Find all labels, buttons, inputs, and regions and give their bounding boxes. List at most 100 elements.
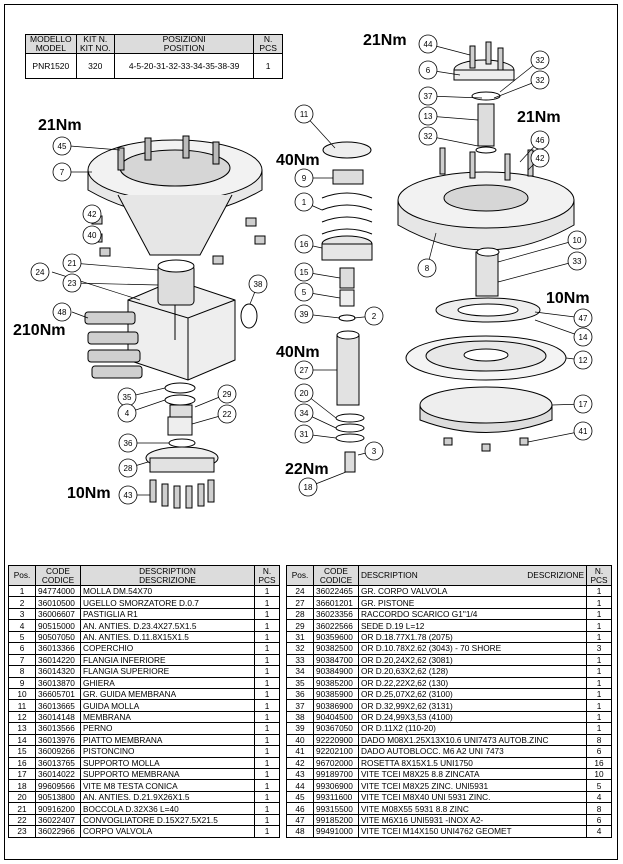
cell-description: VITE TCEI M14X150 UNI4762 GEOMET [358,825,587,838]
cell-code: 36605701 [35,687,81,701]
cell-description: PERNO [80,722,255,735]
cell-pcs: 1 [254,825,280,838]
cell-pos: 38 [286,710,314,724]
cell-code: 90385200 [313,676,359,689]
callout-number: 11 [300,110,309,119]
cell-pos: 5 [8,630,36,644]
part-callout: 32 [418,126,438,146]
cell-pos: 18 [8,779,36,792]
cell-code: 94774000 [35,584,81,598]
callout-number: 37 [424,92,433,101]
part-callout: 21 [62,253,82,273]
part-callout: 14 [573,327,593,347]
callout-number: 42 [88,210,97,219]
cell-pos: 24 [286,584,314,598]
callout-number: 13 [424,112,433,121]
callout-number: 21 [68,259,77,268]
cell-pcs: 1 [254,653,280,667]
callout-number: 16 [300,240,309,249]
cell-code: 90513800 [35,790,81,804]
part-callout: 31 [294,424,314,444]
cell-description: VITE TCEI M8X25 ZINC. UNI5931 [358,779,587,792]
kit-header-kit: KIT N.KIT NO. [75,34,115,54]
cell-pos: 42 [286,756,314,770]
cell-pcs: 1 [586,607,612,621]
cell-description: GR. PISTONE [358,596,587,609]
cell-pcs: 1 [254,710,280,724]
cell-pcs: 1 [254,756,280,770]
cell-description: OR D.20,24X2,62 (3081) [358,653,587,667]
cell-code: 90916200 [35,802,81,815]
cell-pos: 2 [8,596,36,609]
cell-description: BOCCOLA D.32X36 L=40 [80,802,255,815]
cell-description: VITE TCEI M8X40 UNI 5931 ZINC. [358,790,587,804]
cell-pcs: 1 [254,802,280,815]
cell-code: 36013765 [35,756,81,770]
header-pcs: N.PCS [586,565,612,586]
callout-number: 32 [536,76,545,85]
cell-description: GR. CORPO VALVOLA [358,584,587,598]
cell-pos: 20 [8,790,36,804]
torque-label: 40Nm [276,344,320,361]
part-callout: 20 [294,383,314,403]
cell-pcs: 1 [254,619,280,632]
cell-code: 99189700 [313,767,359,781]
callout-number: 17 [579,400,588,409]
part-callout: 13 [418,106,438,126]
cell-pos: 17 [8,767,36,781]
cell-code: 99609566 [35,779,81,792]
torque-label: 10Nm [67,485,111,502]
cell-pcs: 1 [254,607,280,621]
part-callout: 32 [530,50,550,70]
cell-description: GUIDA MOLLA [80,699,255,712]
cell-pcs: 1 [254,630,280,644]
torque-label: 40Nm [276,152,320,169]
cell-pcs: 1 [254,813,280,827]
callout-number: 22 [223,410,232,419]
cell-pos: 44 [286,779,314,792]
cell-pos: 34 [286,665,314,678]
cell-pcs: 1 [254,596,280,609]
cell-code: 96702000 [313,756,359,770]
callout-number: 34 [300,409,309,418]
cell-pcs: 1 [586,619,612,632]
cell-code: 36014022 [35,767,81,781]
callout-number: 32 [424,132,433,141]
cell-pcs: 1 [254,584,280,598]
cell-pcs: 1 [586,699,612,712]
cell-code: 36601201 [313,596,359,609]
cell-description: VITE M8 TESTA CONICA [80,779,255,792]
callout-number: 46 [536,136,545,145]
part-callout: 10 [567,230,587,250]
cell-pcs: 1 [254,779,280,792]
cell-pos: 1 [8,584,36,598]
part-callout: 2 [364,306,384,326]
part-callout: 37 [418,86,438,106]
part-callout: 8 [417,258,437,278]
torque-label: 22Nm [285,461,329,478]
cell-description: VITE M6X16 UNI5931 -INOX A2- [358,813,587,827]
part-callout: 35 [117,387,137,407]
cell-code: 99306900 [313,779,359,792]
part-callout: 29 [217,384,237,404]
callout-number: 39 [300,310,309,319]
cell-pos: 45 [286,790,314,804]
